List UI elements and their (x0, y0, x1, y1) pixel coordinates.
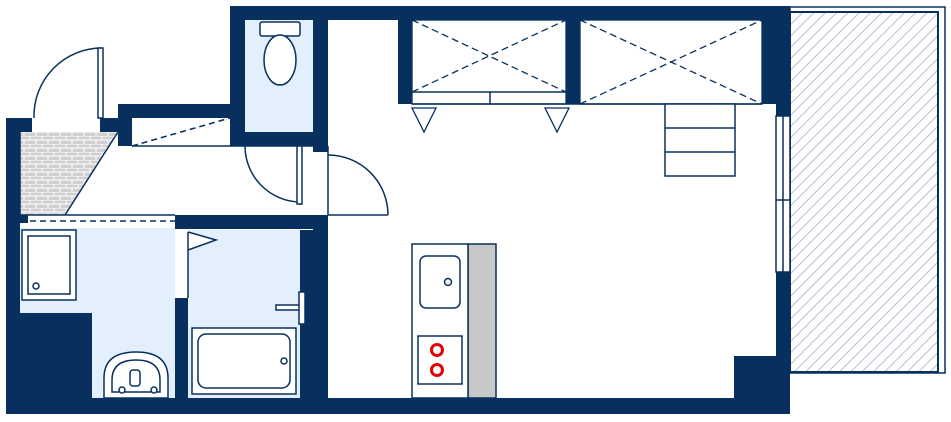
entrance-step-lines (20, 117, 231, 222)
door-swing-icon (327, 154, 389, 216)
loft-ladder (664, 103, 736, 177)
stove-icon (417, 335, 463, 385)
balcony-window (775, 115, 791, 273)
closet (410, 19, 763, 134)
entrance-tile (20, 132, 118, 215)
doors (33, 47, 389, 298)
sink-icon (419, 255, 461, 309)
washbasin-icon (103, 351, 169, 399)
kitchen-backsplash (467, 243, 497, 399)
door-swing-icon (187, 231, 219, 298)
toilet-icon (259, 21, 301, 86)
walls (6, 6, 790, 414)
balcony (789, 11, 939, 373)
kitchen (411, 243, 497, 399)
door-swing-icon (33, 47, 104, 119)
closet-hinge-icon (543, 107, 571, 134)
faucet-icon (275, 291, 306, 325)
bathtub-icon (191, 327, 297, 395)
closet-hinge-icon (410, 107, 438, 134)
washing-machine-icon (21, 229, 77, 301)
door-swing-icon (244, 145, 303, 205)
